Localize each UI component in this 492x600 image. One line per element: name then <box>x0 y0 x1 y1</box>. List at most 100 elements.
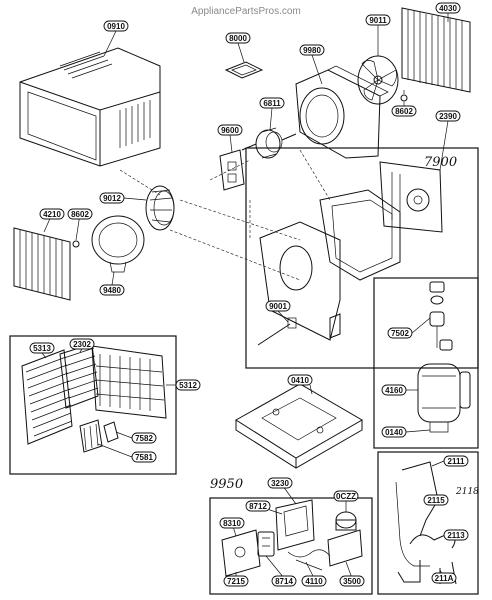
svg-text:3230: 3230 <box>271 479 289 488</box>
clip-part[interactable] <box>72 240 80 248</box>
part-label-9480[interactable]: 9480 <box>99 284 125 296</box>
part-label-0140[interactable]: 0140 <box>381 426 407 438</box>
base-pan-part[interactable] <box>235 383 363 469</box>
front-grille-group-box <box>9 335 177 475</box>
part-label-8712[interactable]: 8712 <box>245 500 271 512</box>
part-label-7215[interactable]: 7215 <box>223 575 249 587</box>
part-label-2115[interactable]: 2115 <box>423 494 449 506</box>
chassis-base-part[interactable] <box>259 161 443 341</box>
part-label-8310[interactable]: 8310 <box>219 517 245 529</box>
part-label-2302[interactable]: 2302 <box>69 338 95 350</box>
power-cord-part[interactable] <box>327 529 363 567</box>
part-label-9001[interactable]: 9001 <box>265 300 291 312</box>
svg-text:7502: 7502 <box>391 329 409 338</box>
part-label-8602[interactable]: 8602 <box>391 105 417 117</box>
overload-protector-part[interactable] <box>429 281 453 351</box>
svg-text:4160: 4160 <box>385 386 403 395</box>
handwritten-2118: 2118 <box>455 487 479 497</box>
svg-text:9011: 9011 <box>369 16 387 25</box>
part-label-0410[interactable]: 0410 <box>287 374 313 386</box>
part-label-3500[interactable]: 3500 <box>339 575 365 587</box>
svg-text:2111: 2111 <box>448 457 465 466</box>
part-label-4160[interactable]: 4160 <box>381 384 407 396</box>
part-label-211A[interactable]: 211A <box>431 572 457 584</box>
part-label-4030[interactable]: 4030 <box>435 2 461 14</box>
part-label-0910[interactable]: 0910 <box>103 20 129 32</box>
capacitor-part[interactable] <box>335 511 357 531</box>
evaporator-coil-part[interactable] <box>13 227 71 301</box>
fan-shroud-part[interactable] <box>295 65 389 159</box>
leader-lines <box>41 13 457 579</box>
svg-text:8712: 8712 <box>249 502 267 511</box>
svg-text:8714: 8714 <box>275 577 293 586</box>
part-label-3230[interactable]: 3230 <box>267 477 293 489</box>
part-label-2113[interactable]: 2113 <box>443 529 469 541</box>
svg-text:9480: 9480 <box>103 286 121 295</box>
part-label-9011[interactable]: 9011 <box>365 14 391 26</box>
svg-text:2302: 2302 <box>73 340 91 349</box>
part-label-8602[interactable]: 8602 <box>67 208 93 220</box>
part-label-9980[interactable]: 9980 <box>299 44 325 56</box>
fan-motor-part[interactable] <box>241 127 297 159</box>
svg-text:8000: 8000 <box>229 34 247 43</box>
orifice-ring-part[interactable] <box>91 215 145 273</box>
part-label-6811[interactable]: 6811 <box>259 97 285 109</box>
svg-text:4210: 4210 <box>43 210 61 219</box>
svg-text:6811: 6811 <box>263 99 281 108</box>
part-label-4110[interactable]: 4110 <box>301 575 327 587</box>
svg-text:5312: 5312 <box>179 381 197 390</box>
air-filter-part[interactable] <box>21 349 73 445</box>
front-grille-part[interactable] <box>91 345 167 419</box>
cabinet-part[interactable] <box>19 47 161 167</box>
handwritten-9950: 9950 <box>210 477 243 492</box>
compressor-part[interactable] <box>417 363 471 433</box>
svg-text:2115: 2115 <box>427 496 445 505</box>
refrigerant-tubing-part[interactable] <box>395 461 457 585</box>
part-label-4210[interactable]: 4210 <box>39 208 65 220</box>
svg-text:8602: 8602 <box>395 107 413 116</box>
part-label-8714[interactable]: 8714 <box>271 575 297 587</box>
watermark-text: AppliancePartsPros.com <box>191 6 301 17</box>
motor-bracket-part[interactable] <box>219 149 245 191</box>
part-label-2390[interactable]: 2390 <box>435 110 461 122</box>
assembly-guide-lines <box>119 149 331 281</box>
wire-harness-part[interactable] <box>287 549 331 571</box>
part-label-5313[interactable]: 5313 <box>29 342 55 354</box>
svg-text:7582: 7582 <box>135 434 153 443</box>
part-label-8000[interactable]: 8000 <box>225 32 251 44</box>
svg-text:9012: 9012 <box>103 194 121 203</box>
svg-text:8310: 8310 <box>223 519 241 528</box>
svg-text:9001: 9001 <box>269 302 287 311</box>
svg-text:3500: 3500 <box>343 577 361 586</box>
control-rod-part[interactable] <box>257 313 341 346</box>
svg-text:2113: 2113 <box>447 531 465 540</box>
mounting-plate-part[interactable] <box>224 61 264 79</box>
louver-part[interactable] <box>79 419 119 453</box>
part-label-9012[interactable]: 9012 <box>99 192 125 204</box>
part-label-7582[interactable]: 7582 <box>131 432 157 444</box>
svg-text:0910: 0910 <box>107 22 125 31</box>
blower-wheel-part[interactable] <box>145 185 175 231</box>
svg-text:0410: 0410 <box>291 376 309 385</box>
svg-text:7581: 7581 <box>135 453 153 462</box>
condenser-coil-part[interactable] <box>401 7 471 93</box>
switch-part[interactable] <box>257 531 275 557</box>
svg-text:0CZZ: 0CZZ <box>336 492 356 501</box>
part-label-9600[interactable]: 9600 <box>217 124 243 136</box>
control-group-box <box>209 497 373 595</box>
part-label-5312[interactable]: 5312 <box>175 379 201 391</box>
clip-part[interactable] <box>400 90 408 102</box>
part-label-0CZZ[interactable]: 0CZZ <box>333 490 359 502</box>
svg-text:0140: 0140 <box>385 428 403 437</box>
part-label-2111[interactable]: 2111 <box>443 455 469 467</box>
part-label-7581[interactable]: 7581 <box>131 451 157 463</box>
svg-text:5313: 5313 <box>33 344 51 353</box>
control-panel-part[interactable] <box>221 529 261 577</box>
svg-text:9600: 9600 <box>221 126 239 135</box>
svg-text:2390: 2390 <box>439 112 457 121</box>
control-box-part[interactable] <box>275 499 315 551</box>
handwritten-7900: 7900 <box>424 155 457 170</box>
compressor-group-box <box>373 277 479 449</box>
part-label-7502[interactable]: 7502 <box>387 327 413 339</box>
